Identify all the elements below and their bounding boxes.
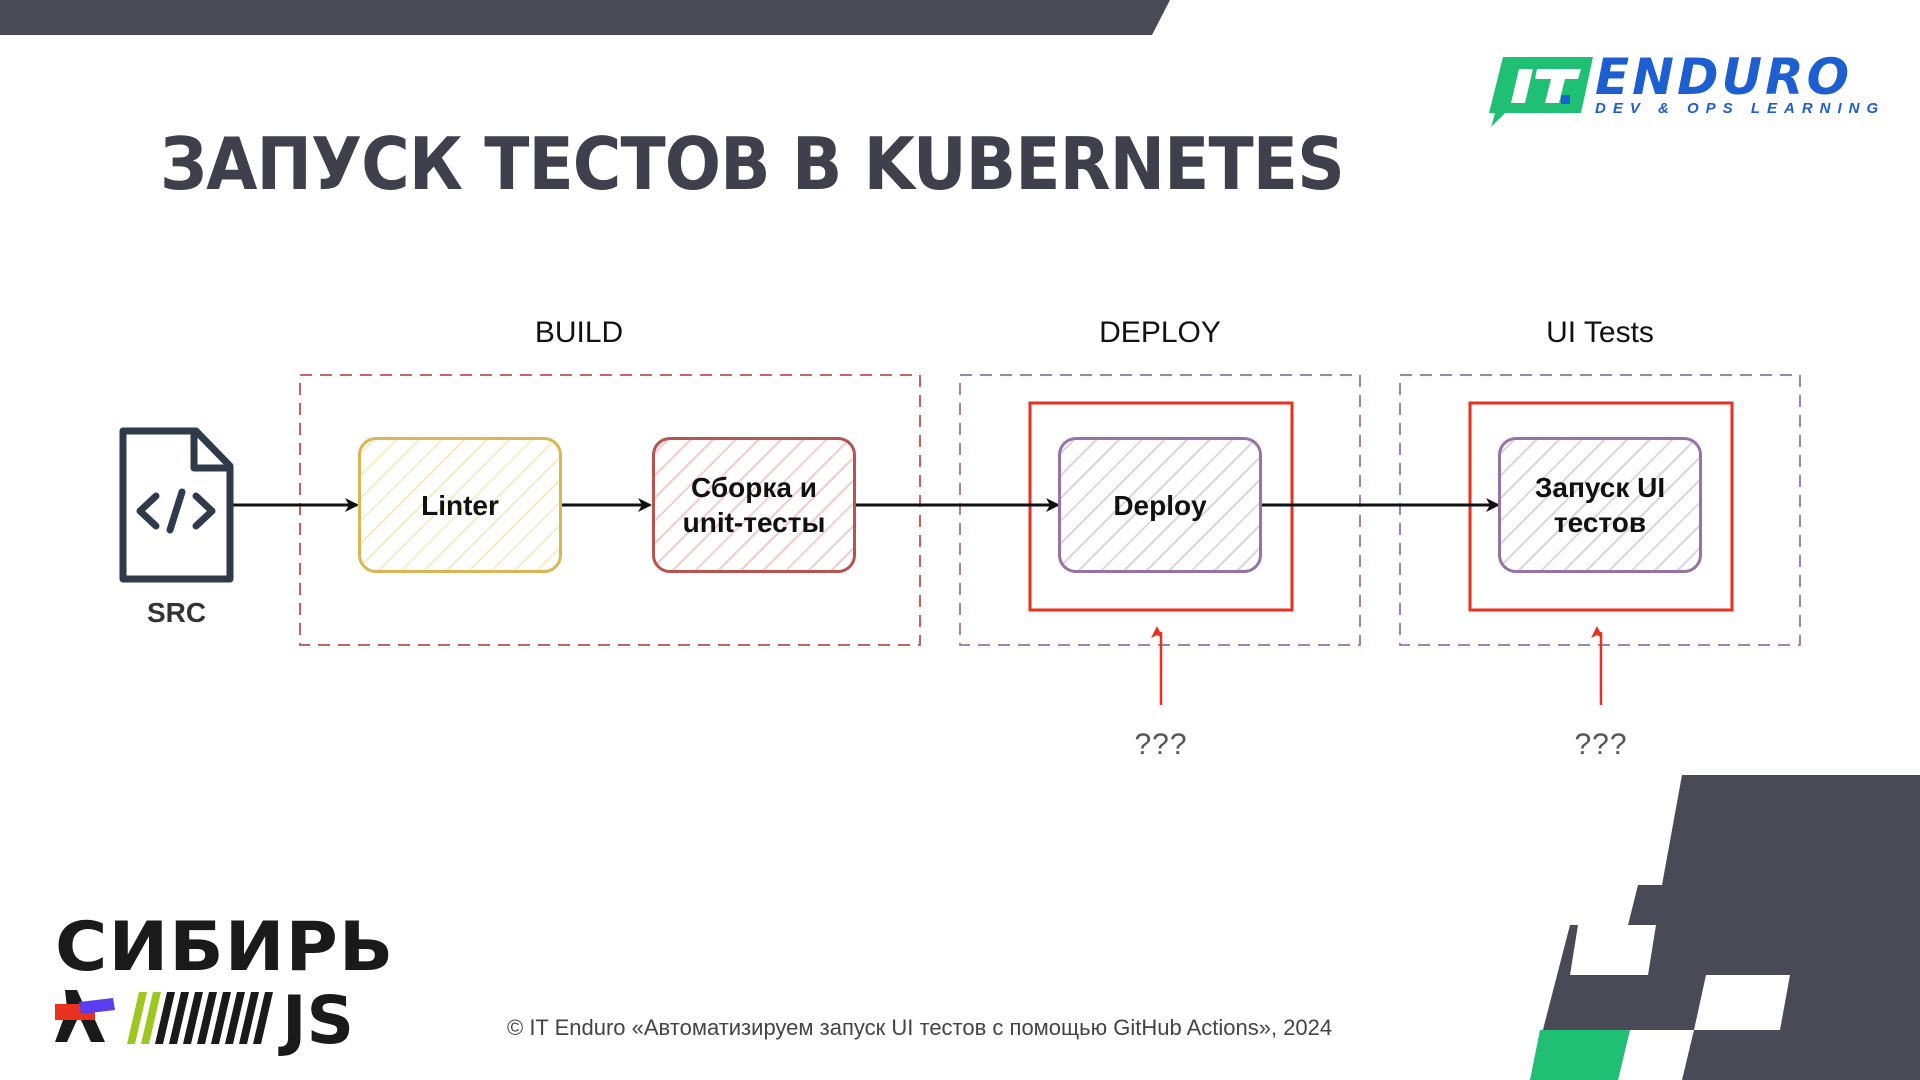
event-logo-suffix: JS <box>282 982 355 1059</box>
node-linter-label: Linter <box>421 489 499 521</box>
slide-title: ЗАПУСК ТЕСТОВ В KUBERNETES <box>160 122 1345 206</box>
it-enduro-logo-icon <box>1489 57 1593 127</box>
slide-footer-copyright: © IT Enduro «Автоматизируем запуск UI те… <box>507 1015 1333 1040</box>
node-linter: Linter <box>358 437 562 573</box>
logo-tagline: DEV & OPS LEARNING <box>1595 100 1886 117</box>
top-accent-bar <box>0 0 1170 35</box>
node-build-unit-tests: Сборка и unit-тесты <box>652 437 856 573</box>
node-build-label: Сборка и unit-тесты <box>682 472 826 538</box>
group-label-deploy: DEPLOY <box>1099 316 1221 349</box>
event-logo-mark-icon <box>55 990 273 1044</box>
node-ui-tests-label: Запуск UI тестов <box>1534 472 1666 538</box>
question-marks-deploy: ??? <box>1134 728 1188 761</box>
group-label-ui-tests: UI Tests <box>1546 316 1654 349</box>
decorative-checker-shape <box>1530 775 1920 1080</box>
src-label: SRC <box>147 597 207 628</box>
node-deploy: Deploy <box>1058 437 1262 573</box>
node-run-ui-tests: Запуск UI тестов <box>1498 437 1702 573</box>
logo-name: ENDURO <box>1595 48 1853 106</box>
group-container-build <box>299 374 921 646</box>
node-deploy-label: Deploy <box>1113 489 1207 521</box>
event-logo-name: СИБИРЬ <box>55 908 395 987</box>
code-file-icon <box>119 427 234 583</box>
group-label-build: BUILD <box>534 316 624 349</box>
question-marks-ui-tests: ??? <box>1574 728 1628 761</box>
